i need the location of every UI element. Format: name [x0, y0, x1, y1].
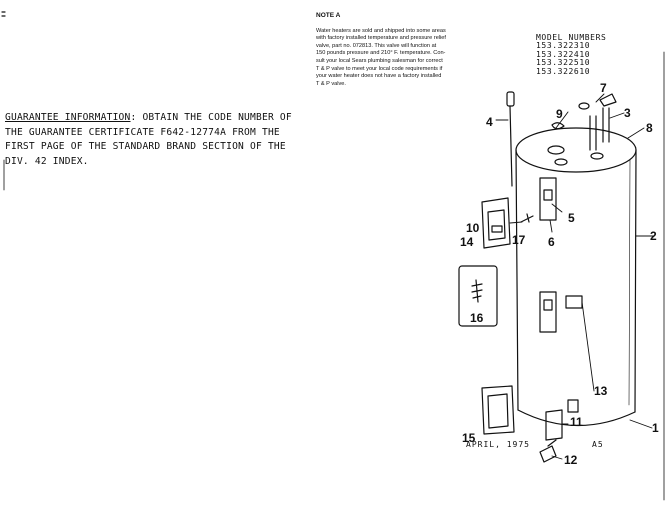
lower-element	[543, 299, 553, 311]
drain-valve-stem	[547, 439, 557, 447]
drain-cover	[545, 409, 563, 441]
page-code: A5	[592, 440, 604, 449]
callout-5: 5	[568, 211, 575, 225]
note-line: sult your local Sears plumbing salesman …	[316, 57, 443, 64]
upper-cover-insulation	[491, 225, 503, 233]
note-line: with factory installed temperature and p…	[316, 35, 446, 42]
guarantee-line-3: FIRST PAGE OF THE STANDARD BRAND SECTION…	[5, 141, 286, 152]
guarantee-line-4: DIV. 42 INDEX.	[5, 155, 89, 167]
drain-fitting	[567, 399, 579, 413]
leader-7	[595, 93, 605, 103]
note-line: Water heaters are sold and shipped into …	[316, 27, 446, 34]
callout-11: 11	[570, 415, 583, 429]
upper-thermostat	[539, 177, 557, 221]
tank-bottom	[517, 409, 636, 427]
callout-2: 2	[650, 229, 657, 243]
leader-6	[549, 219, 553, 233]
model-number: 153.322610	[536, 66, 591, 76]
upper-cover-outer	[481, 197, 511, 249]
callout-3: 3	[624, 106, 631, 120]
upper-element	[543, 189, 553, 201]
tank-top	[515, 127, 637, 173]
leader-12	[551, 455, 563, 460]
upper-access-cover	[481, 197, 511, 249]
model-number: 153.322310	[536, 41, 591, 51]
callout-13: 13	[594, 384, 608, 398]
anode-rod-shaft	[509, 105, 513, 187]
callout-7: 7	[600, 81, 607, 95]
callout-15: 15	[462, 431, 476, 445]
lower-thermostat	[539, 291, 557, 333]
screw-inset	[458, 265, 498, 327]
upper-cover-inner	[487, 209, 506, 241]
callout-9: 9	[556, 107, 563, 121]
relief-valve-stem	[602, 107, 610, 143]
lower-access-cover	[481, 385, 515, 435]
guarantee-information: GUARANTEE INFORMATION: OBTAIN THE CODE N…	[5, 111, 305, 169]
note-line: T & P valve.	[316, 80, 346, 87]
leader-9	[555, 111, 569, 129]
model-number: 153.322510	[536, 58, 591, 68]
tp-valve	[599, 93, 617, 107]
screw-inset-frame	[458, 265, 498, 327]
note-line: valve, part no. 072813. This valve will …	[316, 42, 437, 49]
leader-17	[509, 221, 523, 224]
callout-10: 10	[466, 221, 480, 235]
cover-screw	[520, 213, 534, 223]
inlet-fitting	[547, 145, 565, 155]
outlet-nipple	[589, 115, 597, 151]
model-numbers: MODEL NUMBERS 153.322310 153.322410 153.…	[536, 33, 607, 76]
leader-3	[609, 112, 625, 119]
lower-cover-outer	[481, 385, 515, 435]
guarantee-line-1: GUARANTEE INFORMATION: OBTAIN THE CODE N…	[5, 111, 305, 126]
issue-date: APRIL, 1975	[466, 440, 530, 449]
margin-mark	[1, 11, 6, 17]
leader-lines	[495, 93, 655, 460]
model-number: 153.322410	[536, 49, 591, 59]
callout-16: 16	[470, 311, 484, 325]
callout-6: 6	[548, 235, 555, 249]
leader-8	[627, 127, 645, 139]
tank	[515, 93, 637, 427]
tank-left-side	[515, 149, 519, 411]
leader-1	[629, 419, 653, 429]
leader-13	[581, 301, 595, 392]
callout-17: 17	[512, 233, 526, 247]
note-line: T & P valve to meet your local code requ…	[316, 65, 443, 72]
drain-valve	[539, 439, 557, 463]
anode-rod-head	[506, 91, 515, 107]
callout-12: 12	[564, 453, 578, 467]
guarantee-heading: GUARANTEE INFORMATION	[5, 112, 131, 123]
label-plate	[565, 295, 583, 309]
callout-14: 14	[460, 235, 474, 249]
lower-cover-inner	[487, 393, 509, 429]
guarantee-line-2: THE GUARANTEE CERTIFICATE F642-12774A FR…	[5, 126, 280, 138]
outlet-fitting	[590, 152, 604, 160]
note-line: your water heater does not have a factor…	[316, 73, 442, 80]
guarantee-line-1-rest: : OBTAIN THE CODE NUMBER OF	[130, 112, 292, 123]
drain-valve-body	[539, 445, 557, 463]
callout-4: 4	[486, 115, 493, 129]
leader-5	[551, 203, 563, 213]
heat-trap	[551, 122, 565, 130]
screw-icon	[471, 279, 483, 303]
tank-right-side	[634, 149, 637, 413]
top-cap	[578, 102, 590, 110]
callout-8: 8	[646, 121, 653, 135]
callout-1: 1	[652, 421, 659, 435]
tank-shading	[628, 159, 631, 406]
note-title: NOTE A	[316, 12, 341, 19]
note-a: NOTE A Water heaters are sold and shippe…	[316, 12, 516, 88]
anode-fitting	[554, 158, 568, 166]
note-line: 150 pounds pressure and 210° F. temperat…	[316, 50, 446, 57]
anode-rod	[506, 91, 515, 187]
model-numbers-heading: MODEL NUMBERS	[536, 33, 607, 42]
